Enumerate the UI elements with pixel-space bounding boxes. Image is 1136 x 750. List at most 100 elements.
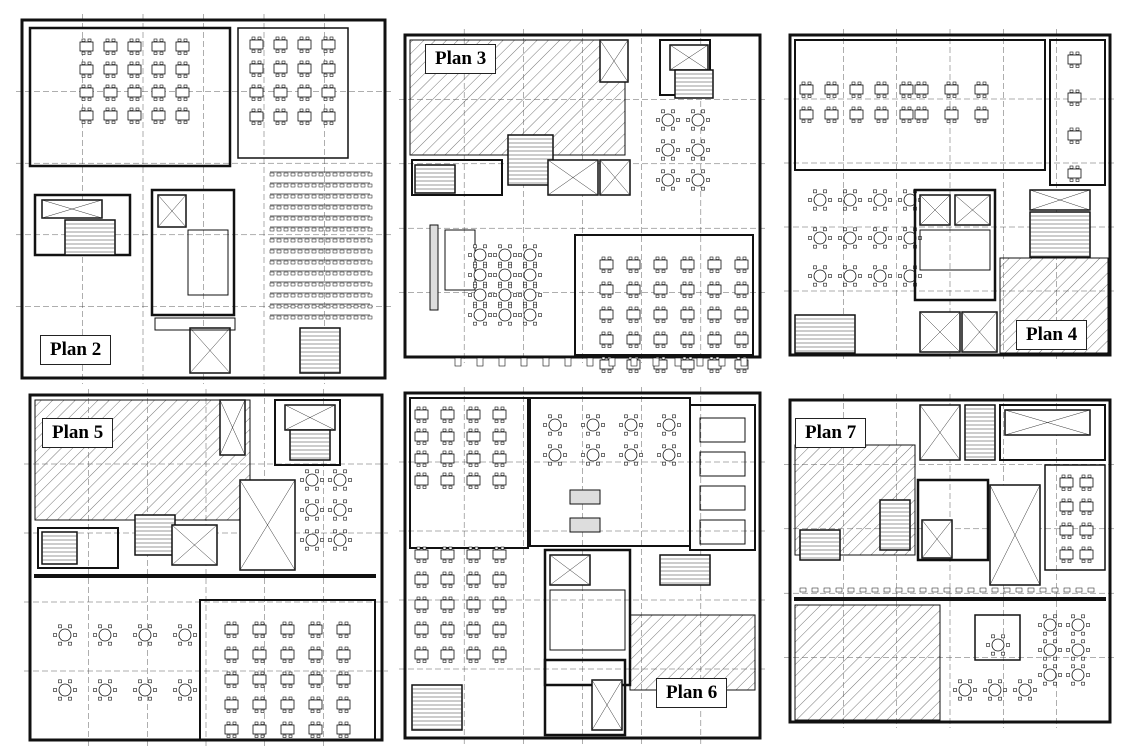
chair	[468, 546, 473, 550]
chair	[823, 189, 827, 194]
chair	[513, 313, 517, 317]
chair	[1087, 498, 1092, 502]
chair	[288, 621, 293, 625]
chair	[311, 183, 317, 188]
wall	[187, 229, 229, 296]
chair	[422, 646, 427, 650]
square-table	[492, 574, 507, 585]
chair	[159, 74, 164, 78]
chair	[688, 281, 693, 285]
chair	[661, 319, 666, 323]
square-table	[321, 111, 336, 122]
chair	[416, 559, 421, 563]
chair	[288, 634, 293, 638]
round-table	[843, 231, 857, 245]
chair	[318, 183, 324, 188]
chair	[338, 621, 343, 625]
chair	[931, 587, 939, 593]
chair	[288, 659, 293, 663]
chair	[281, 121, 286, 125]
plan-7-drawing	[784, 394, 1116, 728]
chair	[494, 485, 499, 489]
chair	[311, 293, 317, 298]
chair	[672, 461, 676, 466]
square-table	[1067, 92, 1082, 103]
square-table	[280, 699, 295, 710]
chair	[976, 94, 981, 98]
square-table	[440, 409, 455, 420]
chair	[276, 238, 282, 243]
chair	[111, 107, 116, 111]
chair	[903, 244, 907, 249]
wall	[999, 404, 1106, 461]
chair	[448, 485, 453, 489]
chair	[500, 406, 505, 410]
chair	[1069, 165, 1074, 169]
chair	[333, 469, 337, 474]
chair	[318, 282, 324, 287]
chair	[269, 249, 275, 254]
shaft-cross	[1029, 189, 1091, 211]
chair	[283, 194, 289, 199]
chair	[736, 294, 741, 298]
chair	[1071, 664, 1075, 669]
chair	[922, 94, 927, 98]
chair	[269, 227, 275, 232]
chair	[628, 294, 633, 298]
chair	[353, 282, 359, 287]
outer-wall	[403, 391, 762, 740]
chair	[657, 453, 661, 457]
chair	[283, 249, 289, 254]
chair	[1043, 614, 1047, 619]
chair	[907, 119, 912, 123]
chair	[226, 659, 231, 663]
chair	[688, 369, 693, 373]
square-table	[336, 624, 351, 635]
chair	[715, 369, 720, 373]
chair	[1061, 522, 1066, 526]
chair	[979, 587, 987, 593]
chair	[601, 331, 606, 335]
chair	[260, 634, 265, 638]
chair	[328, 508, 332, 512]
square-table	[466, 409, 481, 420]
chair	[323, 97, 328, 101]
chair	[922, 81, 927, 85]
chair	[290, 172, 296, 177]
chair	[709, 294, 714, 298]
chair	[353, 260, 359, 265]
stair	[414, 164, 456, 194]
chair	[367, 282, 373, 287]
chair	[586, 431, 590, 436]
chair	[1075, 587, 1083, 593]
chair	[282, 734, 287, 738]
chair	[333, 486, 337, 491]
chair	[226, 634, 231, 638]
round-table	[305, 473, 319, 487]
square-table	[492, 599, 507, 610]
chair	[283, 271, 289, 276]
chair	[442, 634, 447, 638]
chair	[346, 260, 352, 265]
chair	[813, 189, 817, 194]
chair	[315, 546, 319, 551]
square-table	[414, 649, 429, 660]
square-table	[297, 111, 312, 122]
chair	[339, 194, 345, 199]
chair	[628, 256, 633, 260]
square-table	[653, 309, 668, 320]
chair	[1058, 673, 1062, 677]
chair	[367, 205, 373, 210]
chair	[416, 634, 421, 638]
chair	[706, 148, 710, 152]
chair	[299, 36, 304, 40]
stair	[299, 327, 341, 374]
square-table	[707, 309, 722, 320]
chair	[518, 273, 522, 277]
chair	[311, 282, 317, 287]
chair	[563, 453, 567, 457]
chair	[500, 559, 505, 563]
chair	[601, 269, 606, 273]
chair	[903, 265, 907, 270]
round-table	[958, 683, 972, 697]
